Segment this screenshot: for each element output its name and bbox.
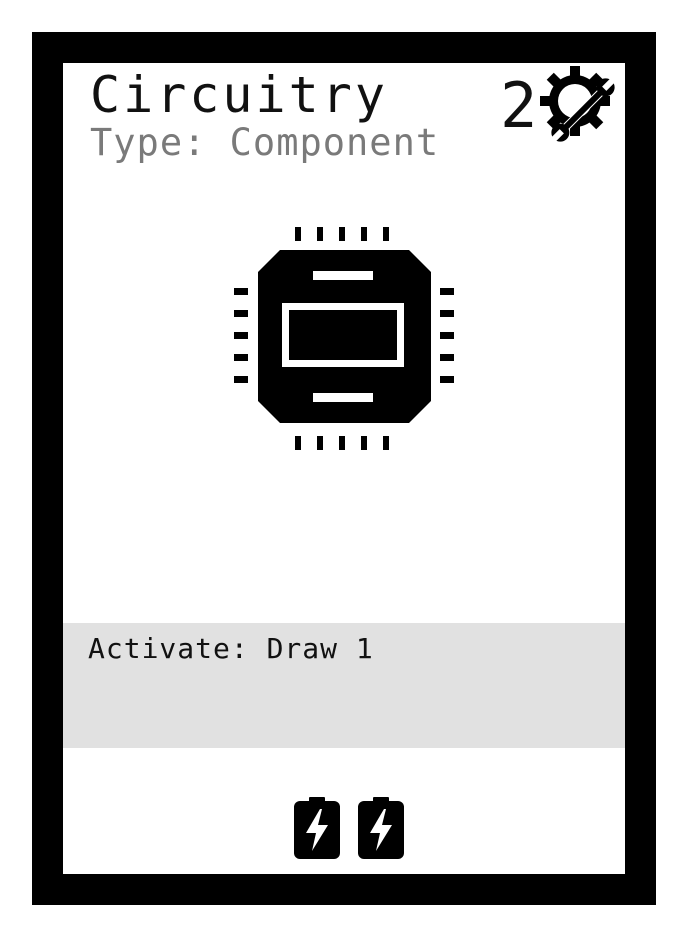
card-title: Circuitry — [90, 66, 388, 124]
energy-cost-row — [294, 797, 404, 859]
cost-value: 2 — [500, 69, 538, 142]
battery-bolt-icon — [358, 797, 404, 859]
card-frame: Circuitry Type: Component 2 — [32, 32, 656, 905]
battery-bolt-icon — [294, 797, 340, 859]
ability-box: Activate: Draw 1 — [63, 623, 625, 748]
ability-text: Activate: Draw 1 — [88, 632, 374, 665]
card-face[interactable]: Circuitry Type: Component 2 — [63, 63, 625, 874]
gear-wrench-icon — [540, 66, 617, 144]
cpu-chip-icon — [234, 227, 454, 450]
card-type-line: Type: Component — [90, 121, 440, 164]
